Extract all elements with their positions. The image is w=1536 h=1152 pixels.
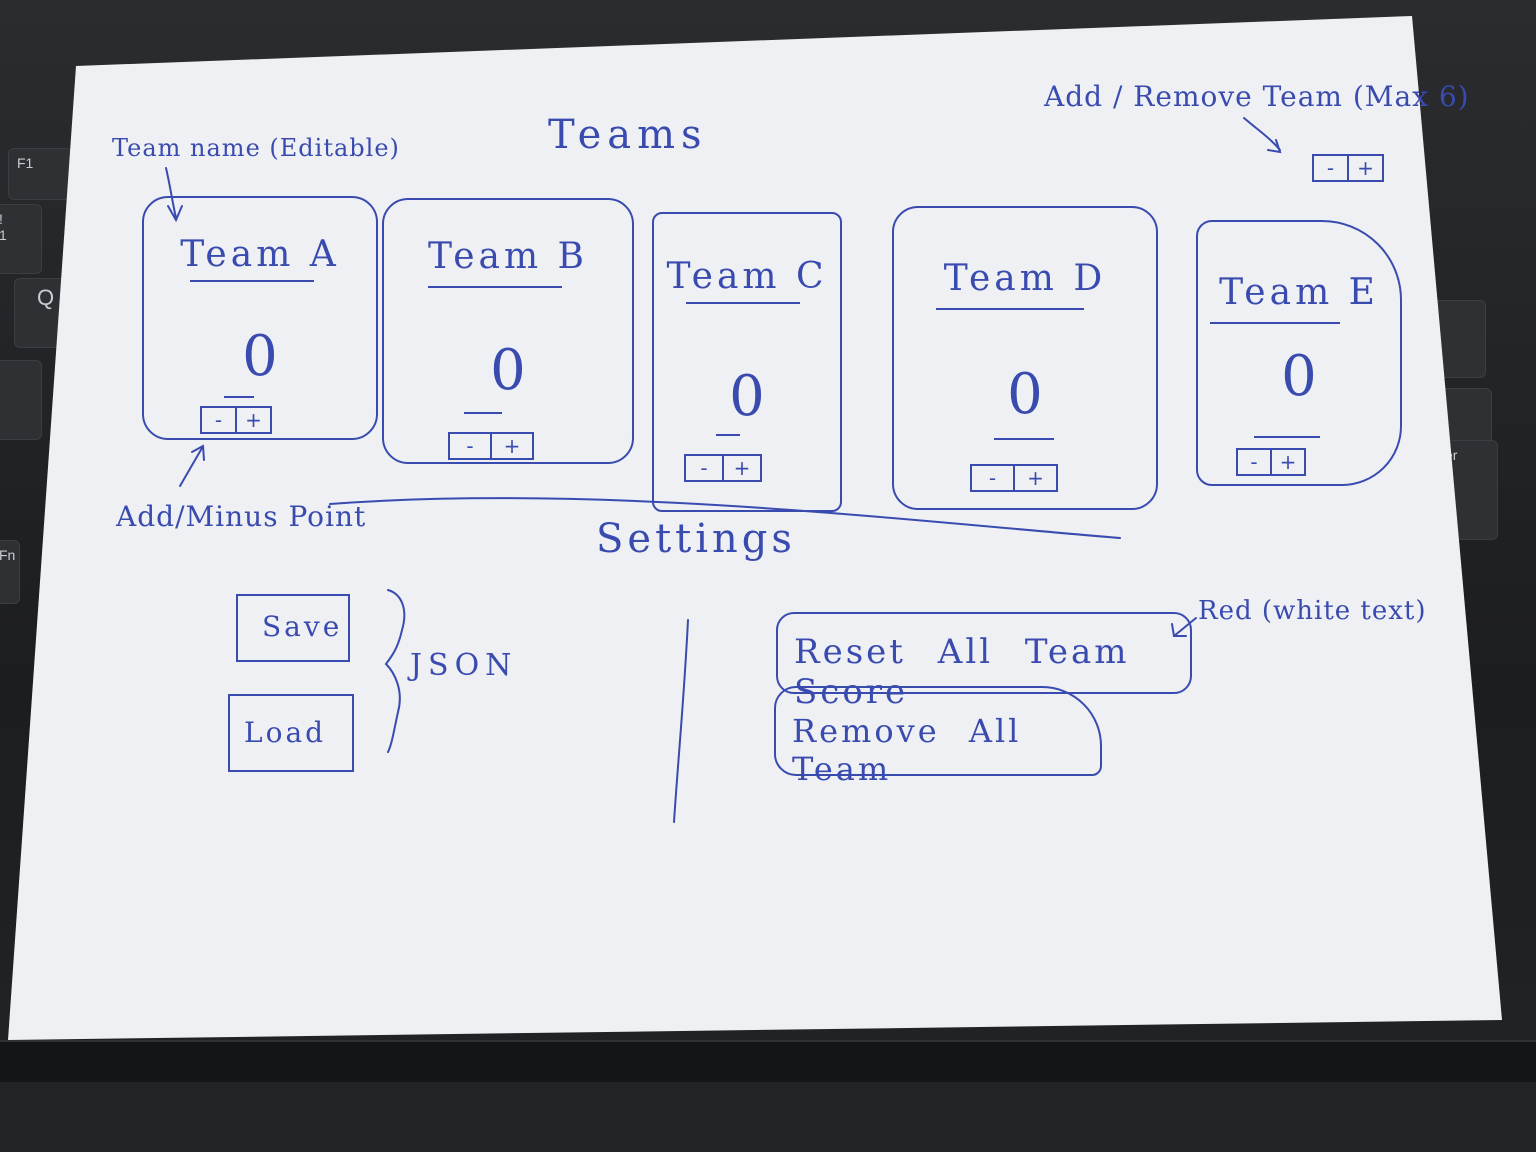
reset-all-team-score-button[interactable]: Reset All Team Score: [776, 612, 1192, 712]
json-note: JSON: [410, 648, 518, 683]
key-a: [0, 360, 42, 440]
add-point-button[interactable]: +: [235, 408, 270, 432]
team-name-field[interactable]: Team C: [666, 256, 828, 297]
team-name-field[interactable]: Team A: [180, 234, 340, 275]
score-underline: [464, 412, 502, 414]
page-title: Teams: [548, 112, 708, 158]
point-stepper: - +: [684, 454, 762, 482]
score-underline: [1254, 436, 1320, 438]
minus-point-button[interactable]: -: [988, 466, 997, 490]
team-name-field[interactable]: Team B: [427, 236, 589, 277]
save-button-label: Save: [262, 610, 343, 643]
team-name-underline: [686, 302, 800, 304]
key-enter: er: [1438, 440, 1498, 540]
team-count-stepper: - +: [1312, 154, 1384, 182]
team-name-field[interactable]: Team E: [1219, 272, 1379, 313]
key-right-1: [1426, 300, 1486, 378]
remove-all-team-button[interactable]: Remove All Team: [774, 686, 1102, 788]
save-button[interactable]: Save: [236, 594, 350, 662]
add-point-button[interactable]: +: [1013, 466, 1056, 490]
score-underline: [224, 396, 254, 398]
minus-point-button[interactable]: -: [466, 434, 474, 458]
point-stepper: - +: [970, 464, 1058, 492]
team-card: Team E 0 - +: [1196, 220, 1402, 486]
key-f1: F1: [8, 148, 72, 200]
team-card: Team A 0 - +: [142, 196, 378, 440]
add-team-button[interactable]: +: [1347, 156, 1382, 180]
add-point-button[interactable]: +: [1270, 450, 1304, 474]
team-name-underline: [428, 286, 562, 288]
team-card: Team C 0 - +: [652, 212, 842, 512]
team-score: 0: [490, 338, 526, 403]
team-score: 0: [729, 364, 765, 429]
team-score: 0: [1007, 362, 1043, 427]
remove-team-button[interactable]: -: [1326, 156, 1335, 180]
point-stepper: - +: [200, 406, 272, 434]
team-card: Team D 0 - +: [892, 206, 1158, 510]
score-underline: [716, 434, 740, 436]
add-point-button[interactable]: +: [722, 456, 760, 480]
add-minus-point-note: Add/Minus Point: [116, 500, 367, 533]
load-button[interactable]: Load: [228, 694, 354, 772]
minus-point-button[interactable]: -: [1250, 450, 1258, 474]
minus-point-button[interactable]: -: [214, 408, 223, 432]
team-name-underline: [190, 280, 314, 282]
team-name-field[interactable]: Team D: [943, 258, 1107, 299]
reset-all-team-score-label: Reset All Team Score: [794, 632, 1130, 712]
red-white-text-note: Red (white text): [1198, 596, 1427, 626]
minus-point-button[interactable]: -: [700, 456, 708, 480]
key-q: Q: [14, 278, 72, 348]
team-name-underline: [1210, 322, 1340, 324]
laptop-hinge: [0, 1040, 1536, 1082]
point-stepper: - +: [1236, 448, 1306, 476]
key-1: !1: [0, 204, 42, 274]
load-button-label: Load: [244, 716, 327, 749]
key-fn: Fn: [0, 540, 20, 604]
add-point-button[interactable]: +: [490, 434, 532, 458]
team-score: 0: [242, 324, 278, 389]
add-remove-team-note: Add / Remove Team (Max 6): [1044, 80, 1470, 113]
point-stepper: - +: [448, 432, 534, 460]
remove-all-team-label: Remove All Team: [792, 712, 1022, 788]
settings-title: Settings: [596, 516, 796, 562]
team-card: Team B 0 - +: [382, 198, 634, 464]
team-name-note: Team name (Editable): [112, 134, 400, 162]
team-score: 0: [1281, 344, 1317, 409]
score-underline: [994, 438, 1054, 440]
team-name-underline: [936, 308, 1084, 310]
